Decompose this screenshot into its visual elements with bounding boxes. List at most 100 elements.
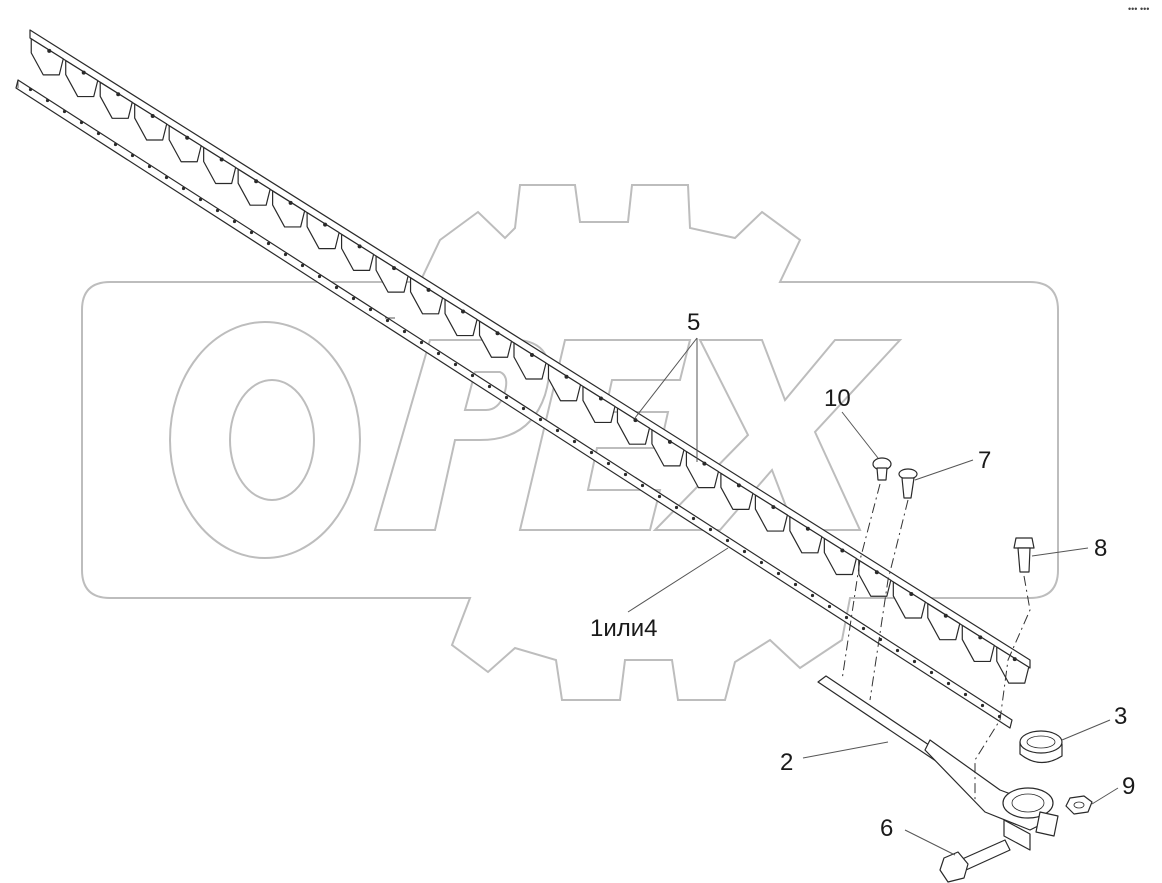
knife-section bbox=[168, 125, 202, 163]
knife-section bbox=[616, 407, 651, 445]
section-rivet-hole bbox=[736, 483, 741, 488]
finger-bar-hole bbox=[198, 197, 203, 202]
section-rivet-hole bbox=[702, 461, 707, 466]
hex-nut bbox=[1065, 795, 1093, 815]
finger-bar-hole bbox=[96, 131, 101, 136]
section-rivet-hole bbox=[323, 222, 328, 227]
section-rivet-hole bbox=[978, 635, 983, 640]
section-rivet-hole bbox=[564, 374, 569, 379]
finger-bar-hole bbox=[232, 219, 237, 224]
knife-section bbox=[789, 516, 823, 554]
rivet-10 bbox=[872, 457, 892, 481]
knife-section bbox=[478, 320, 513, 358]
finger-bar-hole bbox=[725, 538, 730, 543]
bolt-8 bbox=[1013, 537, 1035, 573]
knife-section-teeth bbox=[30, 38, 1030, 684]
knife-section bbox=[306, 212, 340, 250]
section-rivet-hole bbox=[116, 92, 121, 97]
finger-bar-hole bbox=[793, 582, 798, 587]
bushing-ring bbox=[1019, 730, 1063, 764]
finger-bar-hole bbox=[521, 406, 526, 411]
finger-bar-hole bbox=[436, 351, 441, 356]
finger-bar-hole bbox=[810, 593, 815, 598]
callout-5: 5 bbox=[687, 309, 700, 336]
section-rivet-hole bbox=[219, 157, 224, 162]
knife-section bbox=[30, 38, 64, 76]
finger-bar-hole bbox=[572, 439, 577, 444]
corner-mark: ••• ••• bbox=[1128, 4, 1149, 14]
finger-bar-hole bbox=[113, 142, 118, 147]
finger-bar-hole bbox=[623, 472, 628, 477]
watermark-gear bbox=[81, 184, 1059, 701]
section-rivet-hole bbox=[461, 309, 466, 314]
finger-bar-hole bbox=[708, 527, 713, 532]
knife-section bbox=[375, 255, 409, 293]
finger-bar-hole bbox=[487, 384, 492, 389]
knife-section bbox=[65, 59, 99, 98]
section-rivet-hole bbox=[874, 570, 879, 575]
section-rivet-hole bbox=[633, 418, 638, 423]
knife-sections-bar bbox=[29, 29, 1031, 684]
knife-section bbox=[996, 646, 1030, 684]
finger-bar-hole bbox=[351, 296, 356, 301]
knife-section bbox=[754, 494, 788, 532]
finger-bar-hole bbox=[147, 164, 152, 169]
finger-bar-hole bbox=[470, 373, 475, 378]
callout-10: 10 bbox=[824, 385, 851, 412]
callout-6: 6 bbox=[880, 815, 893, 842]
finger-bar-hole bbox=[283, 252, 288, 257]
section-rivet-hole bbox=[47, 48, 52, 53]
finger-bar-hole bbox=[555, 428, 560, 433]
finger-bar-hole bbox=[130, 153, 135, 158]
section-rivet-hole bbox=[495, 331, 500, 336]
callout-8: 8 bbox=[1094, 535, 1107, 562]
finger-bar-hole bbox=[317, 274, 322, 279]
knife-section bbox=[961, 624, 995, 663]
finger-bar-strip bbox=[15, 79, 1013, 729]
section-rivet-hole bbox=[81, 70, 86, 75]
finger-bar-hole bbox=[844, 615, 849, 620]
finger-bar-hole bbox=[827, 604, 832, 609]
section-bar-strip bbox=[29, 29, 1031, 669]
callout-2: 2 bbox=[780, 749, 793, 776]
finger-bar-hole bbox=[912, 659, 917, 664]
finger-bar-hole bbox=[946, 681, 951, 686]
knife-section bbox=[272, 190, 306, 228]
knife-section bbox=[513, 342, 547, 380]
finger-bar-hole bbox=[266, 241, 271, 246]
finger-bar-hole bbox=[368, 307, 373, 312]
section-rivet-hole bbox=[185, 135, 190, 140]
finger-bar-hole bbox=[453, 362, 458, 367]
finger-bar-hole bbox=[419, 340, 424, 345]
section-rivet-hole bbox=[598, 396, 603, 401]
finger-bar-hole bbox=[334, 285, 339, 290]
finger-bar-hole bbox=[215, 208, 220, 213]
knife-section bbox=[685, 451, 720, 489]
finger-bar-hole bbox=[79, 120, 84, 125]
section-rivet-hole bbox=[943, 613, 948, 618]
finger-bar-hole bbox=[62, 109, 67, 114]
hex-bolt bbox=[939, 839, 1011, 883]
knife-section bbox=[823, 537, 857, 576]
knife-section bbox=[409, 277, 444, 315]
finger-bar-hole bbox=[895, 648, 900, 653]
finger-bar-hole bbox=[181, 186, 186, 191]
knife-section bbox=[892, 581, 926, 619]
section-rivet-hole bbox=[805, 526, 810, 531]
finger-bar-hole bbox=[742, 549, 747, 554]
finger-bar-holes bbox=[28, 87, 1002, 719]
section-rivet-hole bbox=[1012, 657, 1017, 662]
knife-section bbox=[651, 429, 685, 467]
finger-bar-hole bbox=[504, 395, 509, 400]
section-rivet-hole bbox=[254, 179, 259, 184]
knife-section bbox=[720, 472, 754, 510]
section-rivet-hole bbox=[426, 287, 431, 292]
section-rivet-hole bbox=[530, 353, 534, 357]
section-rivet-hole bbox=[771, 505, 776, 510]
finger-bar-hole bbox=[776, 571, 781, 576]
finger-bar-hole bbox=[640, 483, 645, 488]
finger-bar-hole bbox=[164, 175, 169, 180]
section-rivet-hole bbox=[357, 244, 362, 249]
knife-section bbox=[203, 146, 237, 185]
